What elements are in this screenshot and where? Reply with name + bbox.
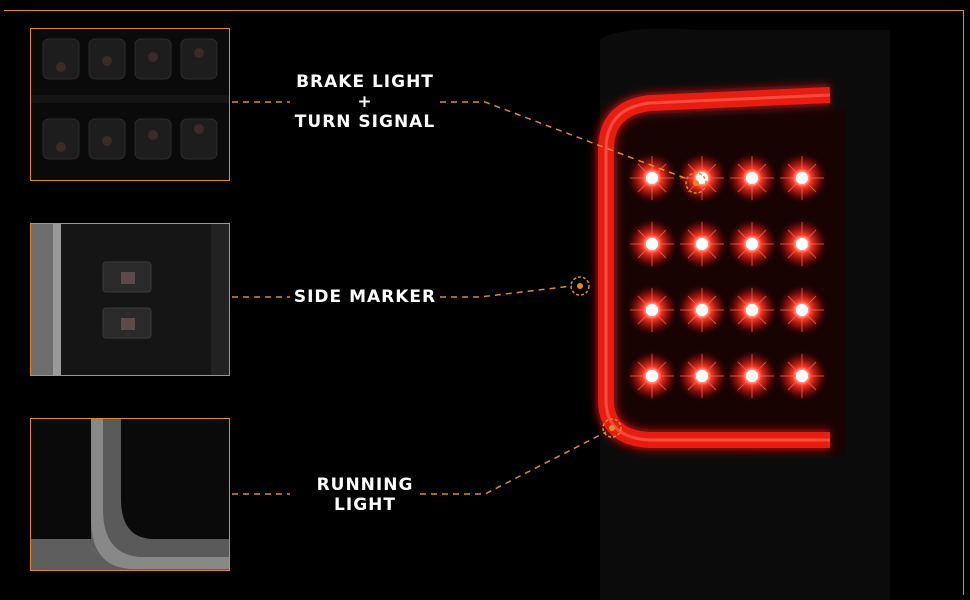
led-core (796, 304, 808, 316)
running-target-ring (602, 418, 622, 438)
brake-target-dot (693, 180, 699, 186)
led-core (746, 304, 758, 316)
running-target-dot (609, 425, 615, 431)
led-core (646, 370, 658, 382)
running-light-label: RUNNING LIGHT (290, 475, 440, 515)
led-core (746, 238, 758, 250)
led-core (696, 370, 708, 382)
brake-label-line2: + (357, 92, 373, 112)
led-core (646, 304, 658, 316)
led-core (796, 172, 808, 184)
led-core (746, 172, 758, 184)
brake-target-ring (685, 172, 707, 194)
led-core (696, 304, 708, 316)
led-grid (626, 152, 828, 402)
running-label-line1: RUNNING (316, 475, 414, 495)
led-core (796, 238, 808, 250)
running-label-line2: LIGHT (334, 495, 396, 515)
led-core (696, 238, 708, 250)
running-light-thumbnail (30, 418, 230, 571)
brake-turn-label: BRAKE LIGHT + TURN SIGNAL (290, 72, 440, 132)
side-marker-thumbnail (30, 223, 230, 376)
brake-led-thumbnail (30, 28, 230, 181)
led-core (796, 370, 808, 382)
outer-frame (4, 10, 964, 595)
leader-side-right (440, 285, 573, 298)
led-core (646, 172, 658, 184)
leader-running-right (420, 431, 607, 495)
led-core (746, 370, 758, 382)
side-marker-target-dot (577, 283, 583, 289)
brake-label-line3: TURN SIGNAL (294, 112, 436, 132)
brake-label-line1: BRAKE LIGHT (296, 72, 434, 92)
side-marker-label: SIDE MARKER (290, 287, 440, 307)
side-marker-label-line1: SIDE MARKER (293, 287, 437, 307)
leader-brake-right (440, 101, 691, 181)
side-marker-target-ring (570, 276, 590, 296)
led-core (646, 238, 658, 250)
led-core (696, 172, 708, 184)
